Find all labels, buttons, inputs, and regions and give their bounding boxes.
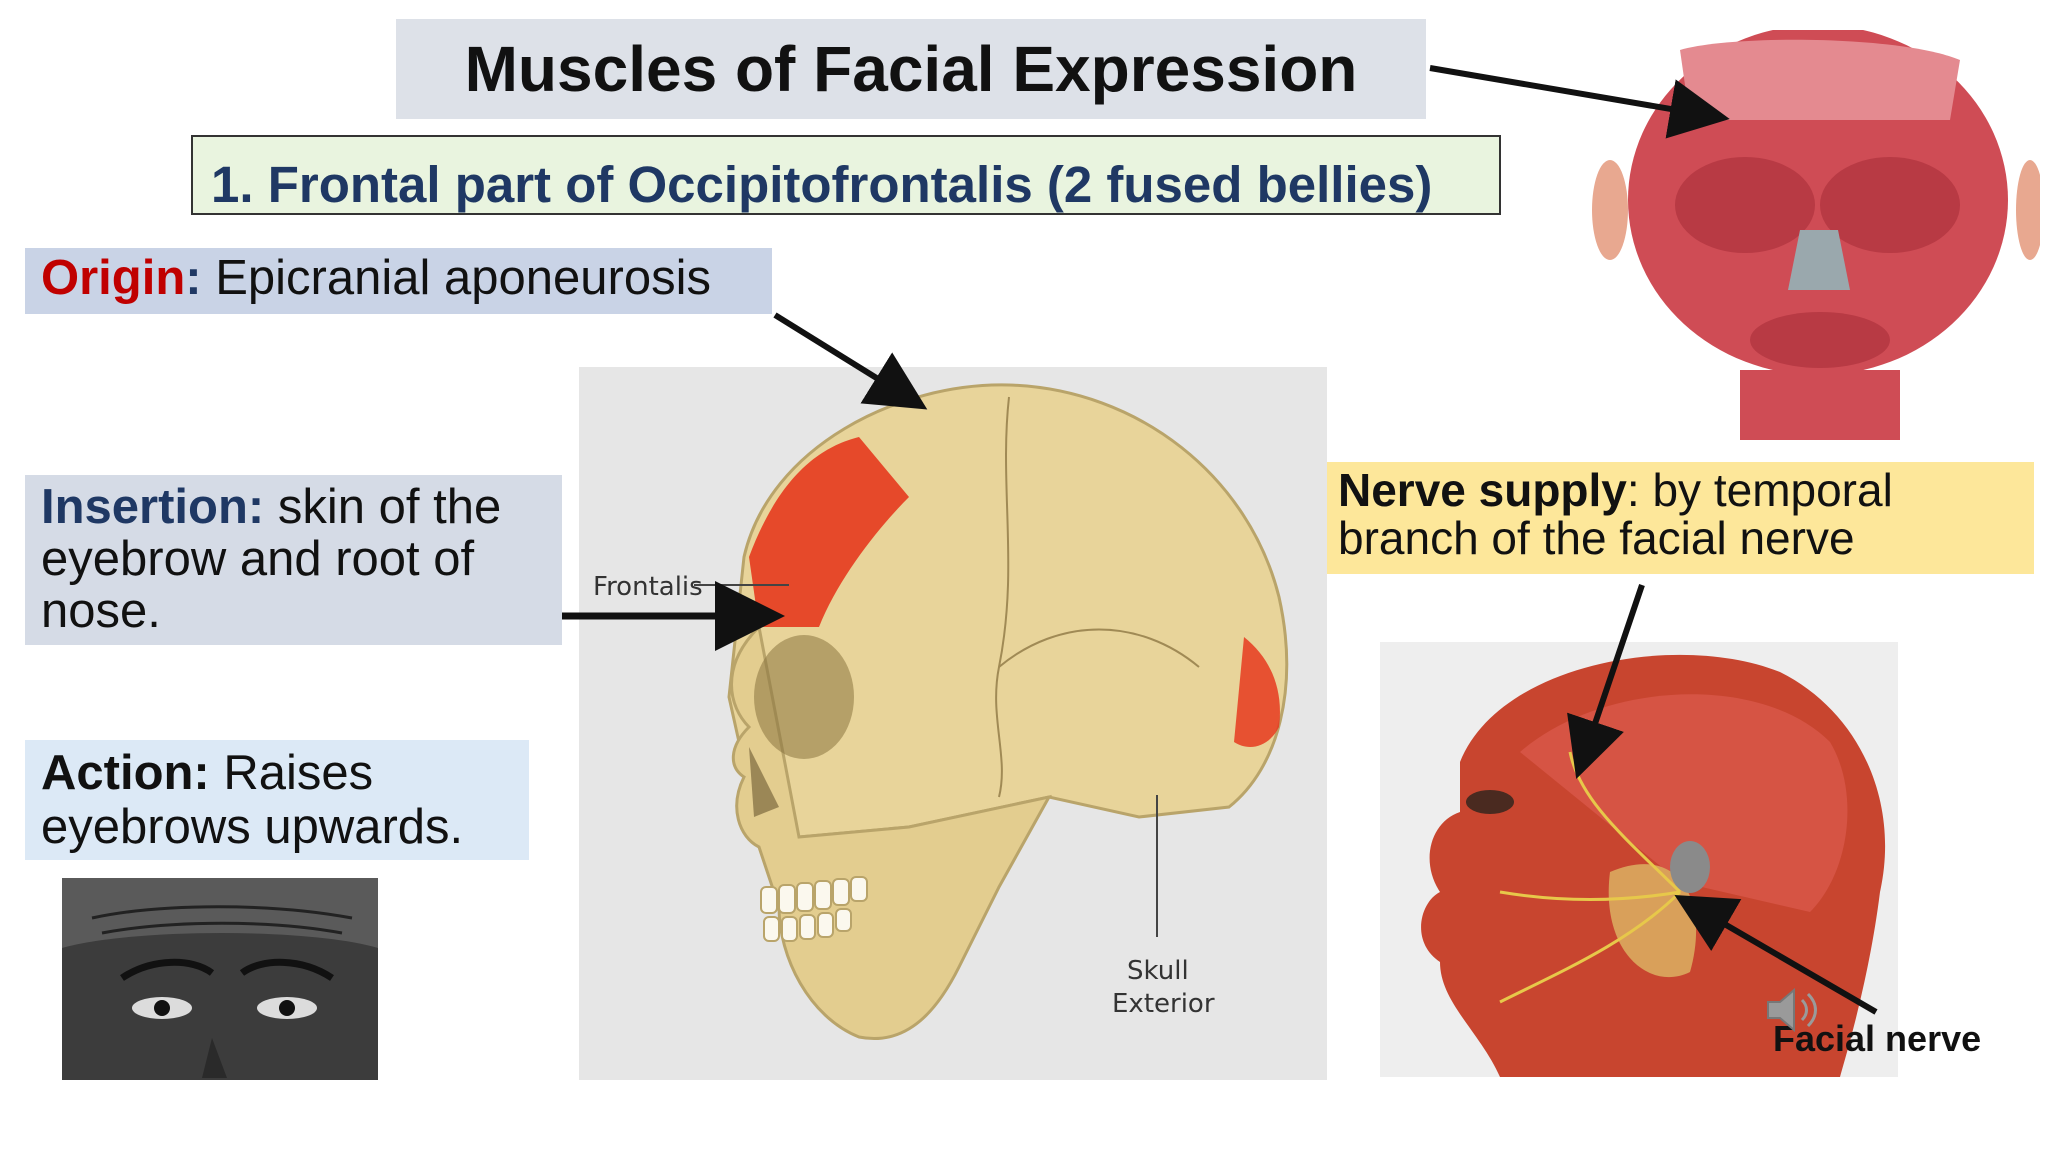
insertion-box: Insertion: skin of the eyebrow and root …	[25, 475, 562, 645]
nerve-supply-box: Nerve supply: by temporal branch of the …	[1322, 462, 2034, 574]
forehead-muscles	[1680, 39, 1960, 120]
lateral-head-illustration	[1380, 642, 1898, 1077]
insertion-label: Insertion:	[41, 480, 265, 534]
insertion-text: Insertion: skin of the eyebrow and root …	[41, 481, 556, 637]
forehead	[62, 878, 378, 948]
nerve-supply-label: Nerve supply	[1338, 464, 1627, 516]
photo-drawing	[62, 878, 378, 1080]
nerve-supply-arrow	[1567, 584, 1645, 780]
origin-sep: :	[185, 251, 202, 305]
facial-nerve-arrow	[1674, 894, 1878, 1015]
occipitalis-muscle	[1234, 637, 1280, 747]
action-label: Action:	[41, 746, 210, 800]
squamous-suture	[998, 628, 1200, 668]
action-value: Raises eyebrows upwards.	[41, 746, 464, 854]
frontalis-muscle	[749, 437, 909, 627]
eye	[1466, 790, 1514, 814]
left-ear	[1592, 160, 1628, 260]
nasal-cavity	[749, 747, 779, 817]
origin-text: Origin: Epicranial aponeurosis	[41, 250, 711, 306]
origin-arrow	[773, 312, 928, 410]
speaker-icon[interactable]	[1762, 980, 1822, 1040]
right-ear	[2016, 160, 2044, 260]
orbit	[754, 635, 854, 759]
subtitle-box: 1. Frontal part of Occipitofrontalis (2 …	[191, 135, 1501, 215]
origin-label: Origin	[41, 251, 186, 305]
ear	[1670, 841, 1710, 893]
nerve-supply-value: : by temporal branch of the facial nerve	[1338, 464, 1893, 564]
title-arrow	[1429, 65, 1730, 139]
origin-box: Origin: Epicranial aponeurosis	[25, 248, 772, 314]
forehead-wrinkles	[91, 905, 353, 935]
eyebrows	[120, 958, 334, 981]
nose	[1788, 230, 1850, 290]
origin-value: Epicranial aponeurosis	[201, 251, 711, 305]
insertion-value: skin of the eyebrow and root of nose.	[41, 480, 502, 638]
subtitle-text: 1. Frontal part of Occipitofrontalis (2 …	[211, 156, 1433, 213]
neck	[1740, 370, 1900, 440]
skull-label-line1: Skull	[1127, 956, 1189, 986]
slide-title-box: Muscles of Facial Expression	[396, 19, 1426, 119]
raised-eyebrows-photo	[62, 878, 378, 1080]
teeth	[760, 876, 868, 942]
skull-drawing: Frontalis Skull Exterior	[593, 383, 1289, 1040]
action-text: Action: Raises eyebrows upwards.	[41, 746, 529, 854]
coronal-suture	[995, 396, 1010, 798]
left-orbicularis	[1675, 157, 1815, 253]
slide-title: Muscles of Facial Expression	[464, 33, 1358, 105]
action-box: Action: Raises eyebrows upwards.	[25, 740, 529, 860]
right-orbicularis	[1820, 157, 1960, 253]
skull-label-line2: Exterior	[1112, 989, 1215, 1019]
mouth-muscles	[1750, 312, 1890, 368]
skull-illustration: Frontalis Skull Exterior	[579, 367, 1327, 1080]
nerve-supply-text: Nerve supply: by temporal branch of the …	[1338, 466, 2028, 562]
nose	[202, 1038, 227, 1078]
frontalis-label: Frontalis	[593, 572, 703, 602]
